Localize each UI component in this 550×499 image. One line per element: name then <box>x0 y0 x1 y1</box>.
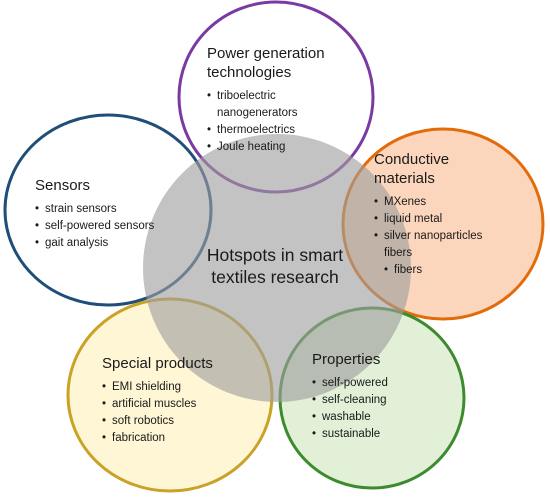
properties-node: Properties self-powered self-cleaning wa… <box>312 350 442 443</box>
center-title: Hotspots in smart textiles research <box>190 244 360 288</box>
list-item: artificial muscles <box>102 396 262 413</box>
list-item: triboelectric nanogenerators <box>207 88 327 122</box>
conductive-node: Conductive materials MXenes liquid metal… <box>374 150 534 279</box>
list-item: EMI shielding <box>102 379 262 396</box>
center-title-line-1: Hotspots in smart <box>206 245 344 265</box>
sensors-title-line-1: Sensors <box>35 177 91 194</box>
special-node: Special products EMI shielding artificia… <box>102 354 262 447</box>
power-node: Power generation technologies triboelect… <box>207 44 367 156</box>
list-item: self-cleaning <box>312 392 442 409</box>
sensors-items: strain sensors self-powered sensors gait… <box>35 201 205 252</box>
list-item: liquid metal <box>374 211 534 228</box>
power-title-line-1: Power generation <box>207 45 325 62</box>
conductive-title-line-2: materials <box>374 170 435 187</box>
center-title-line-2: textiles research <box>211 267 339 287</box>
list-item: sustainable <box>312 426 442 443</box>
list-item: fabrication <box>102 430 262 447</box>
list-item: soft robotics <box>102 413 262 430</box>
special-items: EMI shielding artificial muscles soft ro… <box>102 379 262 447</box>
sensors-node: Sensors strain sensors self-powered sens… <box>35 176 205 252</box>
conductive-title-line-1: Conductive <box>374 151 450 168</box>
conductive-title: Conductive materials <box>374 150 534 188</box>
list-item: MXenes <box>374 194 534 211</box>
power-title: Power generation technologies <box>207 44 367 82</box>
list-item: self-powered sensors <box>35 218 205 235</box>
list-item: silver nanoparticles fibers <box>374 228 504 262</box>
conductive-items: MXenes liquid metal silver nanoparticles… <box>374 194 534 279</box>
special-title: Special products <box>102 354 262 373</box>
list-item: thermoelectrics <box>207 122 367 139</box>
properties-title: Properties <box>312 350 442 369</box>
power-items: triboelectric nanogenerators thermoelect… <box>207 88 367 156</box>
list-item: washable <box>312 409 442 426</box>
list-item: gait analysis <box>35 235 205 252</box>
list-item: fibers <box>374 262 534 279</box>
sensors-title: Sensors <box>35 176 205 195</box>
list-item: Joule heating <box>207 139 367 156</box>
list-item: strain sensors <box>35 201 205 218</box>
list-item: self-powered <box>312 375 442 392</box>
center-hub <box>143 134 411 402</box>
properties-title-line-1: Properties <box>312 351 381 368</box>
power-title-line-2: technologies <box>207 64 292 81</box>
properties-items: self-powered self-cleaning washable sust… <box>312 375 442 443</box>
special-title-line-1: Special products <box>102 355 213 372</box>
